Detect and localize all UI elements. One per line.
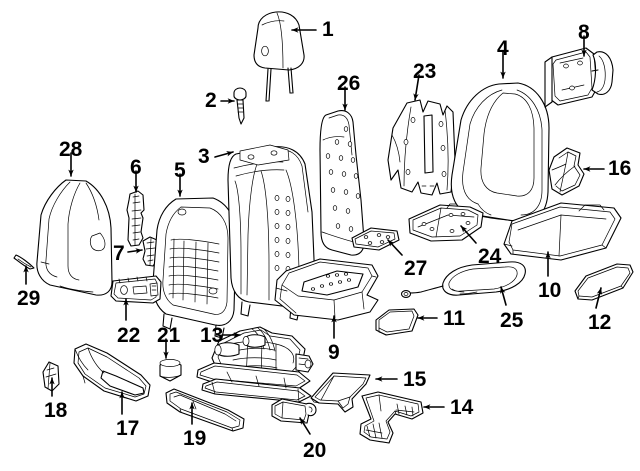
part-19-lower-rail-cover: [165, 388, 245, 432]
part-5-backrest-frame: [152, 197, 237, 339]
callout-leader-12: [595, 287, 603, 309]
callout-label-25: 25: [500, 309, 524, 332]
callout-label-20: 20: [303, 439, 327, 462]
callout-label-3: 3: [198, 145, 210, 168]
part-26-backrest-cover-perforated: [319, 110, 365, 256]
part-4-backrest-cushion-pad: [450, 82, 550, 223]
part-29-trim-strip: [13, 254, 35, 270]
callout-label-4: 4: [497, 37, 509, 60]
callout-label-10: 10: [538, 279, 562, 302]
part-20-rail-end-cap: [271, 398, 317, 424]
callout-label-22: 22: [117, 324, 141, 347]
part-13-seat-track-frame-assembly: [196, 326, 314, 403]
part-28-backrest-outer-cover: [36, 179, 113, 296]
callout-label-14: 14: [450, 396, 474, 419]
part-17-seat-side-trim-panel: [73, 343, 151, 402]
callout-label-2: 2: [205, 89, 217, 112]
callout-label-6: 6: [130, 156, 142, 179]
part-2-bolt: [233, 87, 247, 125]
callout-label-24: 24: [478, 245, 502, 268]
callout-label-23: 23: [413, 60, 437, 83]
part-15-seat-rail-trim-right: [310, 372, 371, 413]
callout-label-1: 1: [322, 18, 334, 41]
part-24-seat-pan-bracket: [408, 203, 484, 242]
part-1-headrest: [253, 11, 305, 102]
callout-label-13: 13: [200, 324, 224, 347]
part-22-seat-adjustment-switch: [110, 275, 162, 304]
callout-leader-23: [413, 74, 420, 101]
callout-label-15: 15: [403, 368, 427, 391]
callout-label-7: 7: [113, 242, 125, 265]
callout-label-12: 12: [588, 311, 612, 334]
callout-leader-3: [214, 151, 234, 158]
part-18-trim-clip-cap: [42, 361, 60, 392]
part-8-backrest-adjuster-lever: [544, 47, 614, 108]
part-27-occupancy-sensor-mat: [351, 227, 400, 251]
part-11-seat-trim-insert: [375, 308, 419, 336]
callout-label-18: 18: [44, 399, 68, 422]
callout-label-11: 11: [443, 307, 466, 330]
callout-label-9: 9: [328, 341, 340, 364]
callout-label-17: 17: [116, 417, 140, 440]
part-21-adjuster-knob: [159, 359, 182, 382]
part-6-backrest-side-bracket: [126, 190, 145, 247]
part-12-seat-side-rail-cover: [574, 263, 634, 301]
part-10-seat-cushion-pad: [503, 202, 622, 261]
callout-label-27: 27: [404, 257, 428, 280]
callout-label-21: 21: [157, 324, 181, 347]
part-14-seat-rail-trim-left: [359, 391, 424, 444]
callout-leader-27: [387, 239, 403, 256]
callout-label-29: 29: [17, 287, 41, 310]
callout-arrows: [23, 27, 605, 435]
callout-label-5: 5: [174, 159, 186, 182]
part-9-seat-cushion-pan: [274, 258, 379, 321]
callout-label-28: 28: [59, 138, 83, 161]
part-25-side-airbag-module: [400, 261, 526, 298]
callout-label-19: 19: [183, 427, 207, 450]
callout-label-26: 26: [337, 72, 361, 95]
callout-label-16: 16: [608, 157, 632, 180]
callout-label-8: 8: [578, 21, 590, 44]
callout-leader-24: [460, 225, 477, 244]
part-23-lumbar-support-panel: [387, 99, 456, 196]
part-16-backrest-side-trim: [548, 147, 585, 196]
callout-leader-20: [299, 417, 311, 435]
callout-leader-25: [500, 286, 507, 306]
callout-leader-7: [127, 248, 143, 254]
